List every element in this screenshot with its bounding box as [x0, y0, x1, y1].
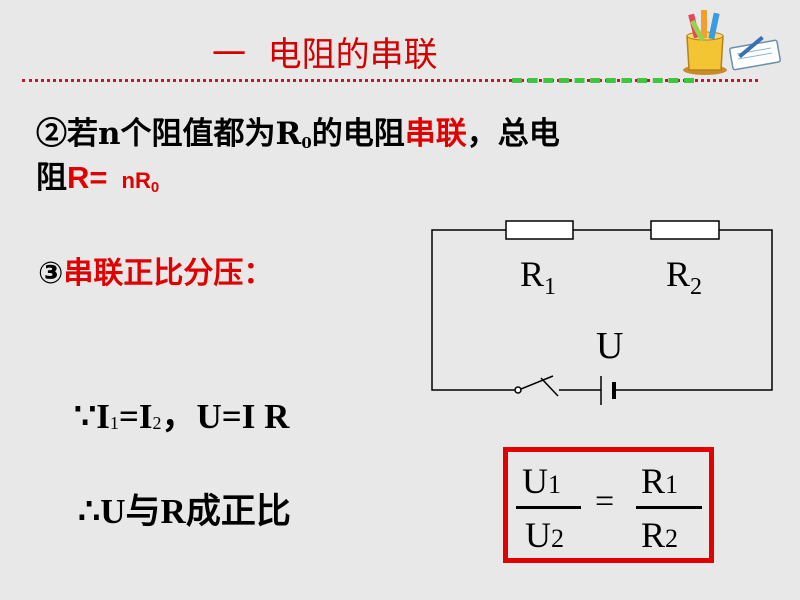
battery-symbol [600, 376, 624, 405]
n-r0-subscript: 0 [150, 179, 160, 196]
n-r0-formula: nR [121, 168, 151, 193]
r0-subscript: 0 [301, 134, 312, 152]
current-eq: =I [118, 397, 153, 436]
total-resistance-line: 阻R= nR0 [36, 152, 159, 197]
voltage-division-text: 串联正比分压： [63, 256, 274, 291]
statement-suffix: ，总电 [466, 116, 560, 152]
statement-mid: 的电阻 [311, 116, 405, 152]
current-i: I [96, 397, 110, 436]
pencil-cup-icon [683, 10, 781, 75]
u1-numerator: U1 [522, 461, 561, 501]
series-resistance-statement: ②若n个阻值都为R0的电阻串联，总电 [36, 108, 560, 153]
series-circuit-diagram: R1 R2 U [431, 220, 773, 405]
r1-label: R1 [520, 254, 556, 300]
left-fraction-line [516, 506, 581, 509]
i2-subscript: 2 [152, 413, 162, 433]
series-highlight: 串联 [404, 116, 467, 152]
r1-numerator: R1 [641, 461, 679, 501]
u2-denominator: U2 [525, 515, 564, 555]
title-divider [22, 79, 758, 82]
statement-prefix: ②若n个阻值都为R [36, 116, 302, 152]
total-prefix: 阻 [36, 160, 67, 196]
notebook-icon [729, 35, 781, 71]
ohm-law: ，U=I R [161, 397, 290, 436]
switch-symbol [514, 375, 559, 397]
current-equality-line: ∵I1=I2，U=I R [74, 388, 289, 439]
voltage-ratio-formula-box [503, 447, 714, 563]
equals-sign: = [595, 483, 615, 520]
source-voltage-label: U [596, 325, 623, 367]
r2-denominator: R2 [641, 515, 679, 555]
right-fraction-line [636, 506, 702, 509]
title-divider-accent [512, 78, 694, 83]
circuit-wire [431, 229, 773, 391]
slide-title: 一 电阻的串联 [212, 35, 438, 75]
conclusion-line: ∴U与R成正比 [78, 492, 291, 531]
voltage-division-heading: ③串联正比分压： [38, 248, 273, 292]
r-equals: R= [67, 160, 108, 195]
r2-label: R2 [666, 254, 702, 300]
resistor-r2 [650, 220, 720, 240]
i1-subscript: 1 [109, 413, 119, 433]
because-symbol: ∵ [74, 397, 97, 436]
resistor-r1 [505, 220, 574, 240]
item-marker: ③ [38, 256, 64, 291]
